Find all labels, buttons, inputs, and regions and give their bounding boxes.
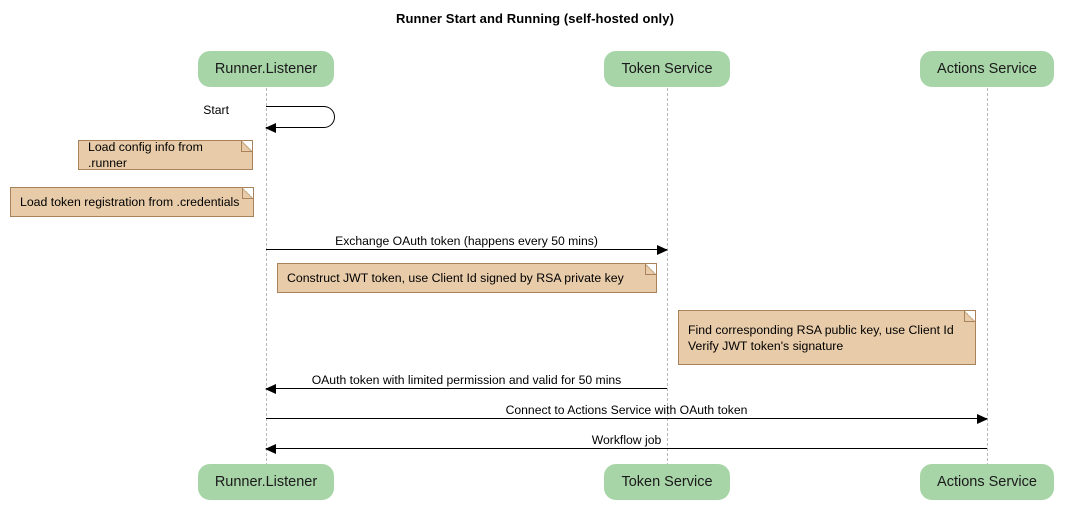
participant-runner-listener-bottom[interactable]: Runner.Listener — [198, 464, 334, 500]
note-text: Load config info from .runner — [88, 140, 203, 170]
participant-label: Token Service — [621, 474, 713, 490]
note-load-token-registration: Load token registration from .credential… — [10, 187, 254, 217]
participant-label: Actions Service — [937, 474, 1037, 490]
message-exchange-oauth — [266, 245, 668, 255]
note-load-config: Load config info from .runner — [78, 140, 253, 170]
note-text: Load token registration from .credential… — [20, 195, 240, 209]
participant-label: Actions Service — [937, 61, 1037, 77]
page-title: Runner Start and Running (self-hosted on… — [395, 11, 675, 26]
message-connect-actions — [266, 414, 988, 424]
message-label-connect-actions: Connect to Actions Service with OAuth to… — [505, 403, 748, 417]
message-oauth-token-return — [265, 384, 667, 394]
note-fold-corner-icon — [645, 264, 656, 275]
participant-token-service-bottom[interactable]: Token Service — [604, 464, 730, 500]
participant-label: Runner.Listener — [214, 61, 318, 77]
note-text: Find corresponding RSA public key, use C… — [688, 322, 954, 353]
message-workflow-job — [265, 444, 987, 454]
participant-actions-service-top[interactable]: Actions Service — [920, 51, 1054, 87]
lifeline-token-service — [667, 88, 668, 466]
lifeline-actions-service — [987, 88, 988, 466]
arrowhead-left-icon — [265, 444, 276, 454]
note-fold-corner-icon — [964, 311, 975, 322]
note-construct-jwt: Construct JWT token, use Client Id signe… — [277, 263, 657, 293]
message-start-selfloop — [265, 106, 335, 133]
participant-runner-listener-top[interactable]: Runner.Listener — [198, 51, 334, 87]
note-fold-corner-icon — [241, 141, 252, 152]
arrowhead-right-icon — [977, 414, 988, 424]
participant-token-service-top[interactable]: Token Service — [604, 51, 730, 87]
message-label-start: Start — [203, 103, 229, 117]
note-fold-corner-icon — [242, 188, 253, 199]
arrowhead-right-icon — [657, 245, 668, 255]
arrowhead-left-icon — [265, 384, 276, 394]
note-text: Construct JWT token, use Client Id signe… — [287, 271, 624, 285]
participant-label: Runner.Listener — [214, 474, 318, 490]
message-label-oauth-token-return: OAuth token with limited permission and … — [311, 373, 622, 387]
note-verify-jwt-signature: Find corresponding RSA public key, use C… — [678, 310, 976, 365]
lifeline-runner-listener — [266, 88, 267, 466]
message-label-exchange-oauth: Exchange OAuth token (happens every 50 m… — [335, 234, 598, 248]
participant-actions-service-bottom[interactable]: Actions Service — [920, 464, 1054, 500]
arrowhead-left-icon — [265, 123, 276, 133]
participant-label: Token Service — [621, 61, 713, 77]
message-label-workflow-job: Workflow job — [591, 433, 662, 447]
